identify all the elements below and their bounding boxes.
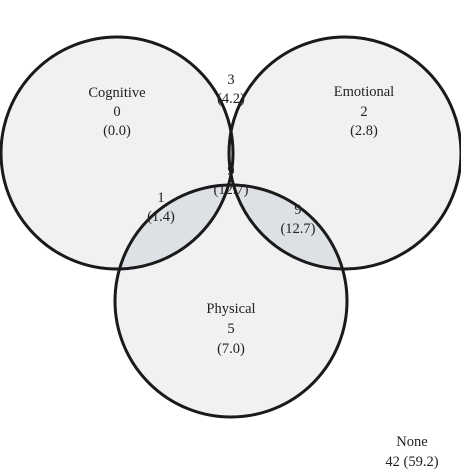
cognitive-name: Cognitive bbox=[88, 85, 145, 101]
cognitive-physical-overlap bbox=[115, 185, 233, 269]
emotional-pct: (2.8) bbox=[350, 123, 378, 139]
physical-circle-outline bbox=[113, 183, 349, 419]
physical-count: 5 bbox=[227, 321, 234, 337]
cognitive-pct: (0.0) bbox=[103, 123, 131, 139]
all-three-count: 9 bbox=[227, 163, 234, 179]
emo-phy-pct: (12.7) bbox=[280, 221, 315, 237]
cog-phy-pct: (1.4) bbox=[147, 209, 175, 225]
all-three-pct: (12.7) bbox=[213, 182, 248, 198]
emo-phy-count: 9 bbox=[294, 202, 301, 218]
cog-emo-count: 3 bbox=[227, 72, 234, 88]
emotional-count: 2 bbox=[360, 104, 367, 120]
physical-name: Physical bbox=[206, 301, 255, 317]
cog-phy-count: 1 bbox=[157, 190, 164, 206]
physical-pct: (7.0) bbox=[217, 341, 245, 357]
emotional-circle-outline bbox=[227, 35, 461, 271]
cognitive-circle-outline bbox=[0, 35, 235, 271]
cognitive-count: 0 bbox=[113, 104, 120, 120]
none-label: None bbox=[396, 434, 427, 450]
none-value: 42 (59.2) bbox=[385, 454, 438, 470]
emotional-name: Emotional bbox=[334, 84, 394, 100]
emotional-physical-overlap bbox=[229, 185, 347, 269]
cog-emo-pct: (4.2) bbox=[217, 91, 245, 107]
